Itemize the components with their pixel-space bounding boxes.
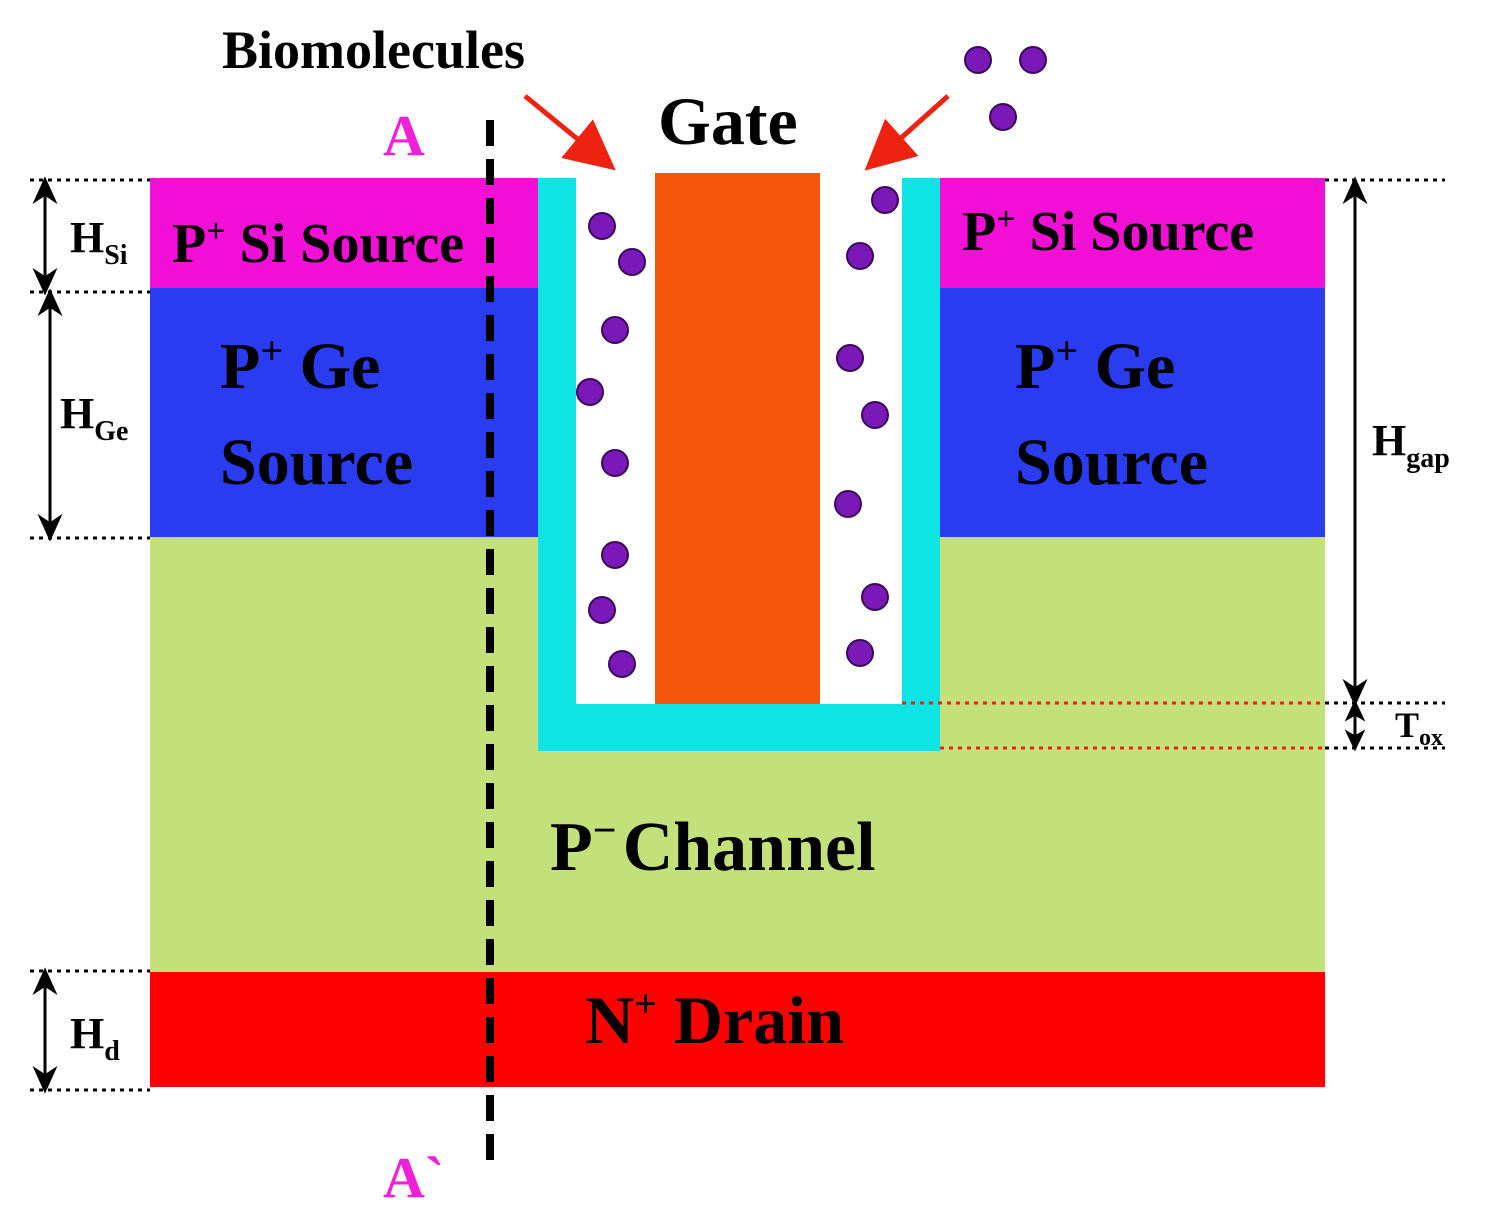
gate-label: Gate <box>658 83 798 159</box>
drain-label: N+ Drain <box>585 981 844 1058</box>
ge-source-right <box>940 288 1325 537</box>
section-label-bottom: A` <box>383 1145 444 1210</box>
section-label-top: A <box>383 103 425 168</box>
si-source-left <box>150 178 540 288</box>
gate-electrode <box>655 173 820 704</box>
biomolecule-arrow-right <box>864 94 950 171</box>
n-drain-region <box>150 972 1325 1087</box>
h-gap-label: Hgap <box>1372 416 1450 474</box>
ge-source-left-label-2: Source <box>220 426 413 499</box>
h-ge-label: HGe <box>60 389 128 447</box>
h-si-label: HSi <box>70 213 128 271</box>
biomolecules-label: Biomolecules <box>222 20 525 80</box>
biomolecule <box>1019 46 1047 74</box>
ge-source-left-label: P+ Ge <box>220 328 380 403</box>
biomolecule <box>601 541 629 569</box>
si-source-left-label: P+ Si Source <box>172 213 464 275</box>
biomolecule <box>601 316 629 344</box>
ge-source-right-label-2: Source <box>1015 426 1208 499</box>
ge-source-right-label: P+ Ge <box>1015 328 1175 403</box>
biomolecule <box>588 212 616 240</box>
biomolecule-arrow-left <box>523 94 616 171</box>
biomolecule <box>861 583 889 611</box>
biomolecule <box>989 103 1017 131</box>
biomolecule <box>871 186 899 214</box>
channel-label: P−Channel <box>550 808 876 886</box>
biomolecule <box>846 639 874 667</box>
oxide-thickness-guides <box>902 701 1325 750</box>
biomolecule <box>964 46 992 74</box>
biomolecule <box>836 344 864 372</box>
biomolecule <box>846 242 874 270</box>
t-ox-label: Tox <box>1395 705 1443 751</box>
biomolecules <box>576 46 1047 678</box>
biomolecule <box>601 449 629 477</box>
h-d-label: Hd <box>70 1009 120 1067</box>
biomolecule <box>608 650 636 678</box>
biomolecule <box>834 490 862 518</box>
biomolecule <box>618 248 646 276</box>
ge-source-left <box>150 288 540 537</box>
si-source-right <box>940 178 1325 288</box>
biomolecule <box>588 596 616 624</box>
si-source-right-label: P+ Si Source <box>962 201 1254 263</box>
biomolecule <box>861 401 889 429</box>
dimension-arrows <box>32 176 1368 1094</box>
biomolecule <box>576 378 604 406</box>
